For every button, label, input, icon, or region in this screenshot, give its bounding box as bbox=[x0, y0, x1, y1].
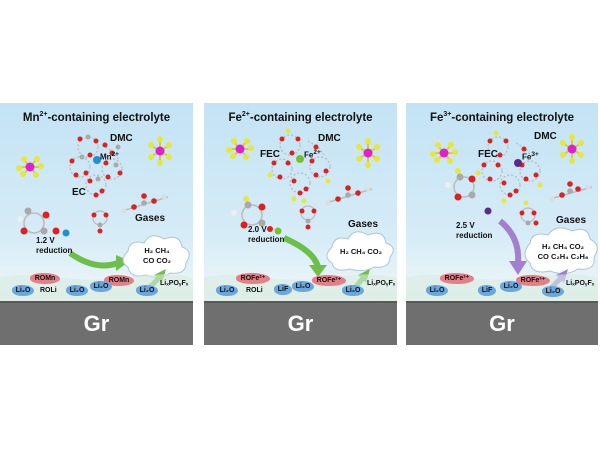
sei-li2o: Li₂O bbox=[292, 281, 314, 292]
ion-label: Fe2+ bbox=[304, 149, 321, 160]
pf6-anion-icon bbox=[430, 142, 458, 164]
reduction-arrow-icon bbox=[68, 250, 119, 269]
reduction-arrowhead-icon bbox=[116, 255, 130, 271]
ion-label: Mn2+ bbox=[100, 151, 119, 162]
sei-roli: ROLi bbox=[246, 287, 263, 294]
sei-roli: ROLi bbox=[40, 287, 57, 294]
dmc-molecule-icon bbox=[121, 193, 169, 214]
solvation-cluster-icon bbox=[69, 136, 123, 196]
sei-li2o: Li₂O bbox=[500, 281, 522, 292]
gas-cloud-text: H₂ CH₄ CO₂ bbox=[340, 247, 382, 256]
ec-label: EC bbox=[72, 187, 86, 198]
sei-lif: LiF bbox=[478, 285, 496, 296]
graphite-label: Gr bbox=[489, 311, 515, 336]
panel-fe2: Fe2+-containing electrolyte DMC FEC Fe2+… bbox=[204, 103, 397, 345]
sei-li2o: Li₂O bbox=[136, 285, 158, 296]
sei-organic-species: ROFe²⁺ bbox=[236, 273, 270, 284]
ion-label: Fe3+ bbox=[522, 151, 539, 162]
sei-lipof: LiₓPOᵧFₓ bbox=[367, 280, 396, 287]
reduction-arrow-icon bbox=[282, 235, 321, 268]
ec-reduced-molecule-icon bbox=[17, 207, 70, 237]
sei-organic-species: ROFe²⁺ bbox=[312, 275, 346, 286]
sei-li2o: Li₂O bbox=[342, 285, 364, 296]
gas-cloud-icon bbox=[122, 235, 190, 279]
reduction-arrowhead-icon bbox=[309, 265, 327, 277]
graphite-substrate: Gr bbox=[0, 301, 193, 345]
pf6-anion-icon bbox=[148, 136, 172, 166]
gases-label: Gases bbox=[556, 215, 587, 226]
dmc-label: DMC bbox=[534, 131, 557, 142]
sei-lipof: LiₓPOᵧFₓ bbox=[566, 280, 595, 287]
gases-label: Gases bbox=[348, 219, 379, 230]
sei-organic-species: ROFe³⁺ bbox=[516, 275, 550, 286]
carbon-atoms bbox=[79, 134, 121, 182]
fec-reduced-molecule-icon bbox=[445, 168, 492, 215]
fec-molecule-icon bbox=[519, 200, 539, 226]
sei-li2o: Li₂O bbox=[426, 285, 448, 296]
oxygen-atoms bbox=[481, 138, 539, 198]
gases-label: Gases bbox=[135, 213, 166, 224]
mn-ion-icon bbox=[93, 156, 101, 164]
pf6-anion-icon bbox=[16, 156, 44, 178]
gas-cloud-icon bbox=[524, 227, 598, 275]
sei-li2o: Li₂O bbox=[542, 286, 564, 297]
ec-molecule-icon bbox=[91, 210, 109, 234]
fec-label: FEC bbox=[478, 149, 498, 160]
fluorine-atoms bbox=[267, 128, 331, 202]
pf6-anion-icon bbox=[226, 138, 254, 160]
fe-ion-icon bbox=[514, 159, 522, 167]
reduction-arrowhead-icon bbox=[509, 261, 527, 275]
panel-title: Fe2+-containing electrolyte bbox=[228, 111, 373, 124]
dmc-molecule-icon bbox=[549, 181, 593, 202]
fec-reduced-molecule-icon bbox=[231, 196, 282, 235]
sei-organic-species: ROFe³⁺ bbox=[440, 273, 474, 284]
solvation-cluster-icon bbox=[481, 136, 541, 196]
solvation-cluster-icon bbox=[271, 134, 331, 194]
fec-label: FEC bbox=[260, 149, 280, 160]
graphite-label: Gr bbox=[287, 311, 314, 336]
sei-lif: LiF bbox=[274, 284, 292, 295]
sei-li2o: Li₂O bbox=[66, 285, 88, 296]
reduction-arrow-icon bbox=[498, 218, 522, 264]
graphite-substrate: Gr bbox=[204, 301, 397, 345]
fluorine-atoms bbox=[475, 130, 543, 204]
oxygen-atoms bbox=[271, 136, 329, 196]
fe-ion-icon bbox=[296, 155, 304, 163]
dmc-molecule-icon bbox=[325, 185, 373, 206]
sei-li2o: Li₂O bbox=[90, 281, 112, 292]
panel-title: Mn2+-containing electrolyte bbox=[22, 111, 171, 124]
sei-li2o: Li₂O bbox=[12, 285, 34, 296]
graphite-label: Gr bbox=[83, 311, 110, 336]
graphite-substrate: Gr bbox=[406, 301, 598, 345]
sei-organic-species: ROMn bbox=[30, 273, 60, 284]
panel-title: Fe3+-containing electrolyte bbox=[429, 111, 575, 124]
dmc-label: DMC bbox=[318, 133, 341, 144]
panel-fe3: Fe3+-containing electrolyte DMC FEC Fe3+… bbox=[406, 103, 598, 345]
pf6-anion-icon bbox=[560, 134, 584, 164]
fec-molecule-icon bbox=[299, 198, 317, 230]
gas-cloud-icon bbox=[326, 231, 394, 272]
oxygen-atoms bbox=[69, 136, 123, 198]
pf6-anion-icon bbox=[356, 138, 380, 168]
sei-organic-species: ROMn bbox=[104, 275, 134, 286]
sei-lipof: LiₓPOᵧFₓ bbox=[160, 280, 189, 287]
dmc-label: DMC bbox=[110, 133, 133, 144]
sei-li2o: Li₂O bbox=[216, 285, 238, 296]
panel-mn2: Mn2+-containing electrolyte DMC EC Mn2+ … bbox=[0, 103, 193, 345]
